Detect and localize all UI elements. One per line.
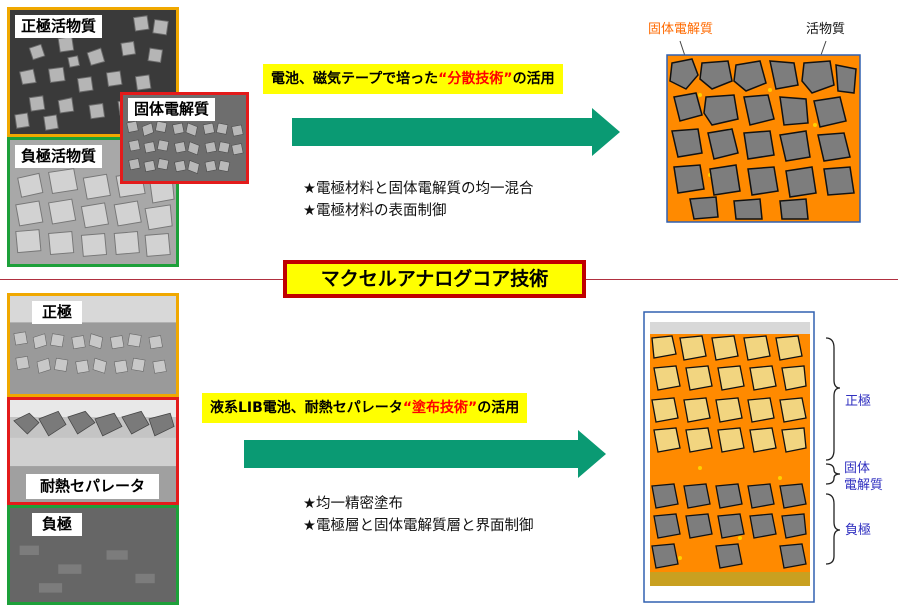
cell-stack-diagram xyxy=(643,311,841,603)
cell-label-electrolyte-1: 固体 xyxy=(844,461,871,476)
banner2-suffix: の活用 xyxy=(477,400,520,416)
cell-label-negative: 負極 xyxy=(845,523,872,538)
dispersion-technology-banner: 電池、磁気テープで培った“分散技術”の活用 xyxy=(263,64,563,94)
cell-label-electrolyte-2: 電解質 xyxy=(844,478,884,493)
top-bullet-2: ★電極材料の表面制御 xyxy=(303,203,447,219)
negative-electrode-label: 負極 xyxy=(32,513,83,536)
bottom-bullet-2: ★電極層と固体電解質層と界面制御 xyxy=(303,518,534,534)
negative-active-label: 負極活物質 xyxy=(15,145,103,168)
solid-electrolyte-label: 固体電解質 xyxy=(128,98,216,121)
bottom-bullet-1: ★均一精密塗布 xyxy=(303,496,403,512)
positive-active-label: 正極活物質 xyxy=(15,15,103,38)
top-arrow xyxy=(292,108,620,156)
banner-prefix: 電池、磁気テープで培った xyxy=(271,71,439,87)
top-bullets: ★電極材料と固体電解質の均一混合 ★電極材料の表面制御 xyxy=(303,178,534,222)
composite-diagram xyxy=(666,40,861,223)
banner2-highlight: “塗布技術” xyxy=(402,400,478,416)
separator-label: 耐熱セパレータ xyxy=(26,474,160,499)
diagram-label-active-material: 活物質 xyxy=(806,22,846,37)
positive-electrode-photo: 正極 xyxy=(7,293,179,397)
separator-photo: 耐熱セパレータ xyxy=(7,397,179,505)
bottom-arrow xyxy=(244,430,606,478)
positive-electrode-label: 正極 xyxy=(32,301,83,324)
center-title: マクセルアナログコア技術 xyxy=(283,260,586,298)
coating-technology-banner: 液系LIB電池、耐熱セパレータ“塗布技術”の活用 xyxy=(202,393,528,423)
bottom-bullets: ★均一精密塗布 ★電極層と固体電解質層と界面制御 xyxy=(303,493,534,537)
solid-electrolyte-photo: 固体電解質 xyxy=(120,92,249,184)
banner-suffix: の活用 xyxy=(512,71,555,87)
top-bullet-1: ★電極材料と固体電解質の均一混合 xyxy=(303,181,534,197)
banner2-prefix: 液系LIB電池、耐熱セパレータ xyxy=(210,400,403,416)
banner-highlight: “分散技術” xyxy=(438,71,513,87)
diagram-label-solid-electrolyte: 固体電解質 xyxy=(648,22,714,37)
positive-active-photo: 正極活物質 xyxy=(7,7,179,137)
negative-electrode-photo: 負極 xyxy=(7,505,179,605)
cell-label-positive: 正極 xyxy=(845,394,872,409)
